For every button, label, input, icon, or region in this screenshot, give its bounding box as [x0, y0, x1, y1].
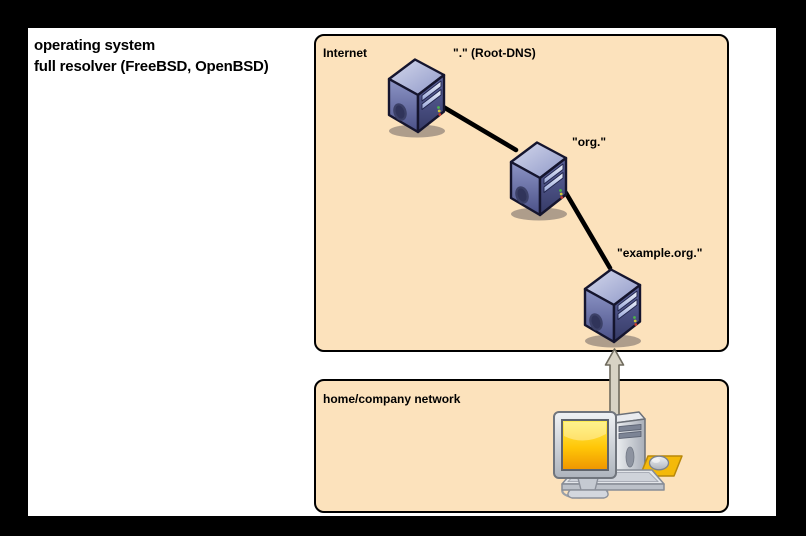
- line-org-to-example: [563, 190, 613, 271]
- home-zone-label: home/company network: [323, 392, 461, 406]
- monitor-screen: [561, 419, 609, 471]
- root-dns-server-icon: [387, 58, 447, 139]
- page-title: operating system full resolver (FreeBSD,…: [34, 35, 269, 77]
- org-dns-server-icon: [509, 141, 569, 222]
- example-org-dns-server-icon: [583, 268, 643, 349]
- desktop-computer-icon: [553, 411, 683, 499]
- title-line-1: operating system: [34, 37, 156, 54]
- root-dns-label: "." (Root-DNS): [453, 46, 536, 60]
- example-org-label: "example.org.": [617, 246, 703, 260]
- org-label: "org.": [572, 135, 607, 149]
- line-root-to-org: [437, 102, 519, 153]
- title-line-2: full resolver (FreeBSD, OpenBSD): [34, 58, 269, 75]
- internet-zone-label: Internet: [323, 46, 368, 60]
- mouse-icon: [648, 455, 670, 471]
- dns-delegation-lines: [437, 102, 613, 271]
- diagram-graphics: [387, 58, 683, 499]
- diagram-canvas: operating system full resolver (FreeBSD,…: [28, 28, 776, 516]
